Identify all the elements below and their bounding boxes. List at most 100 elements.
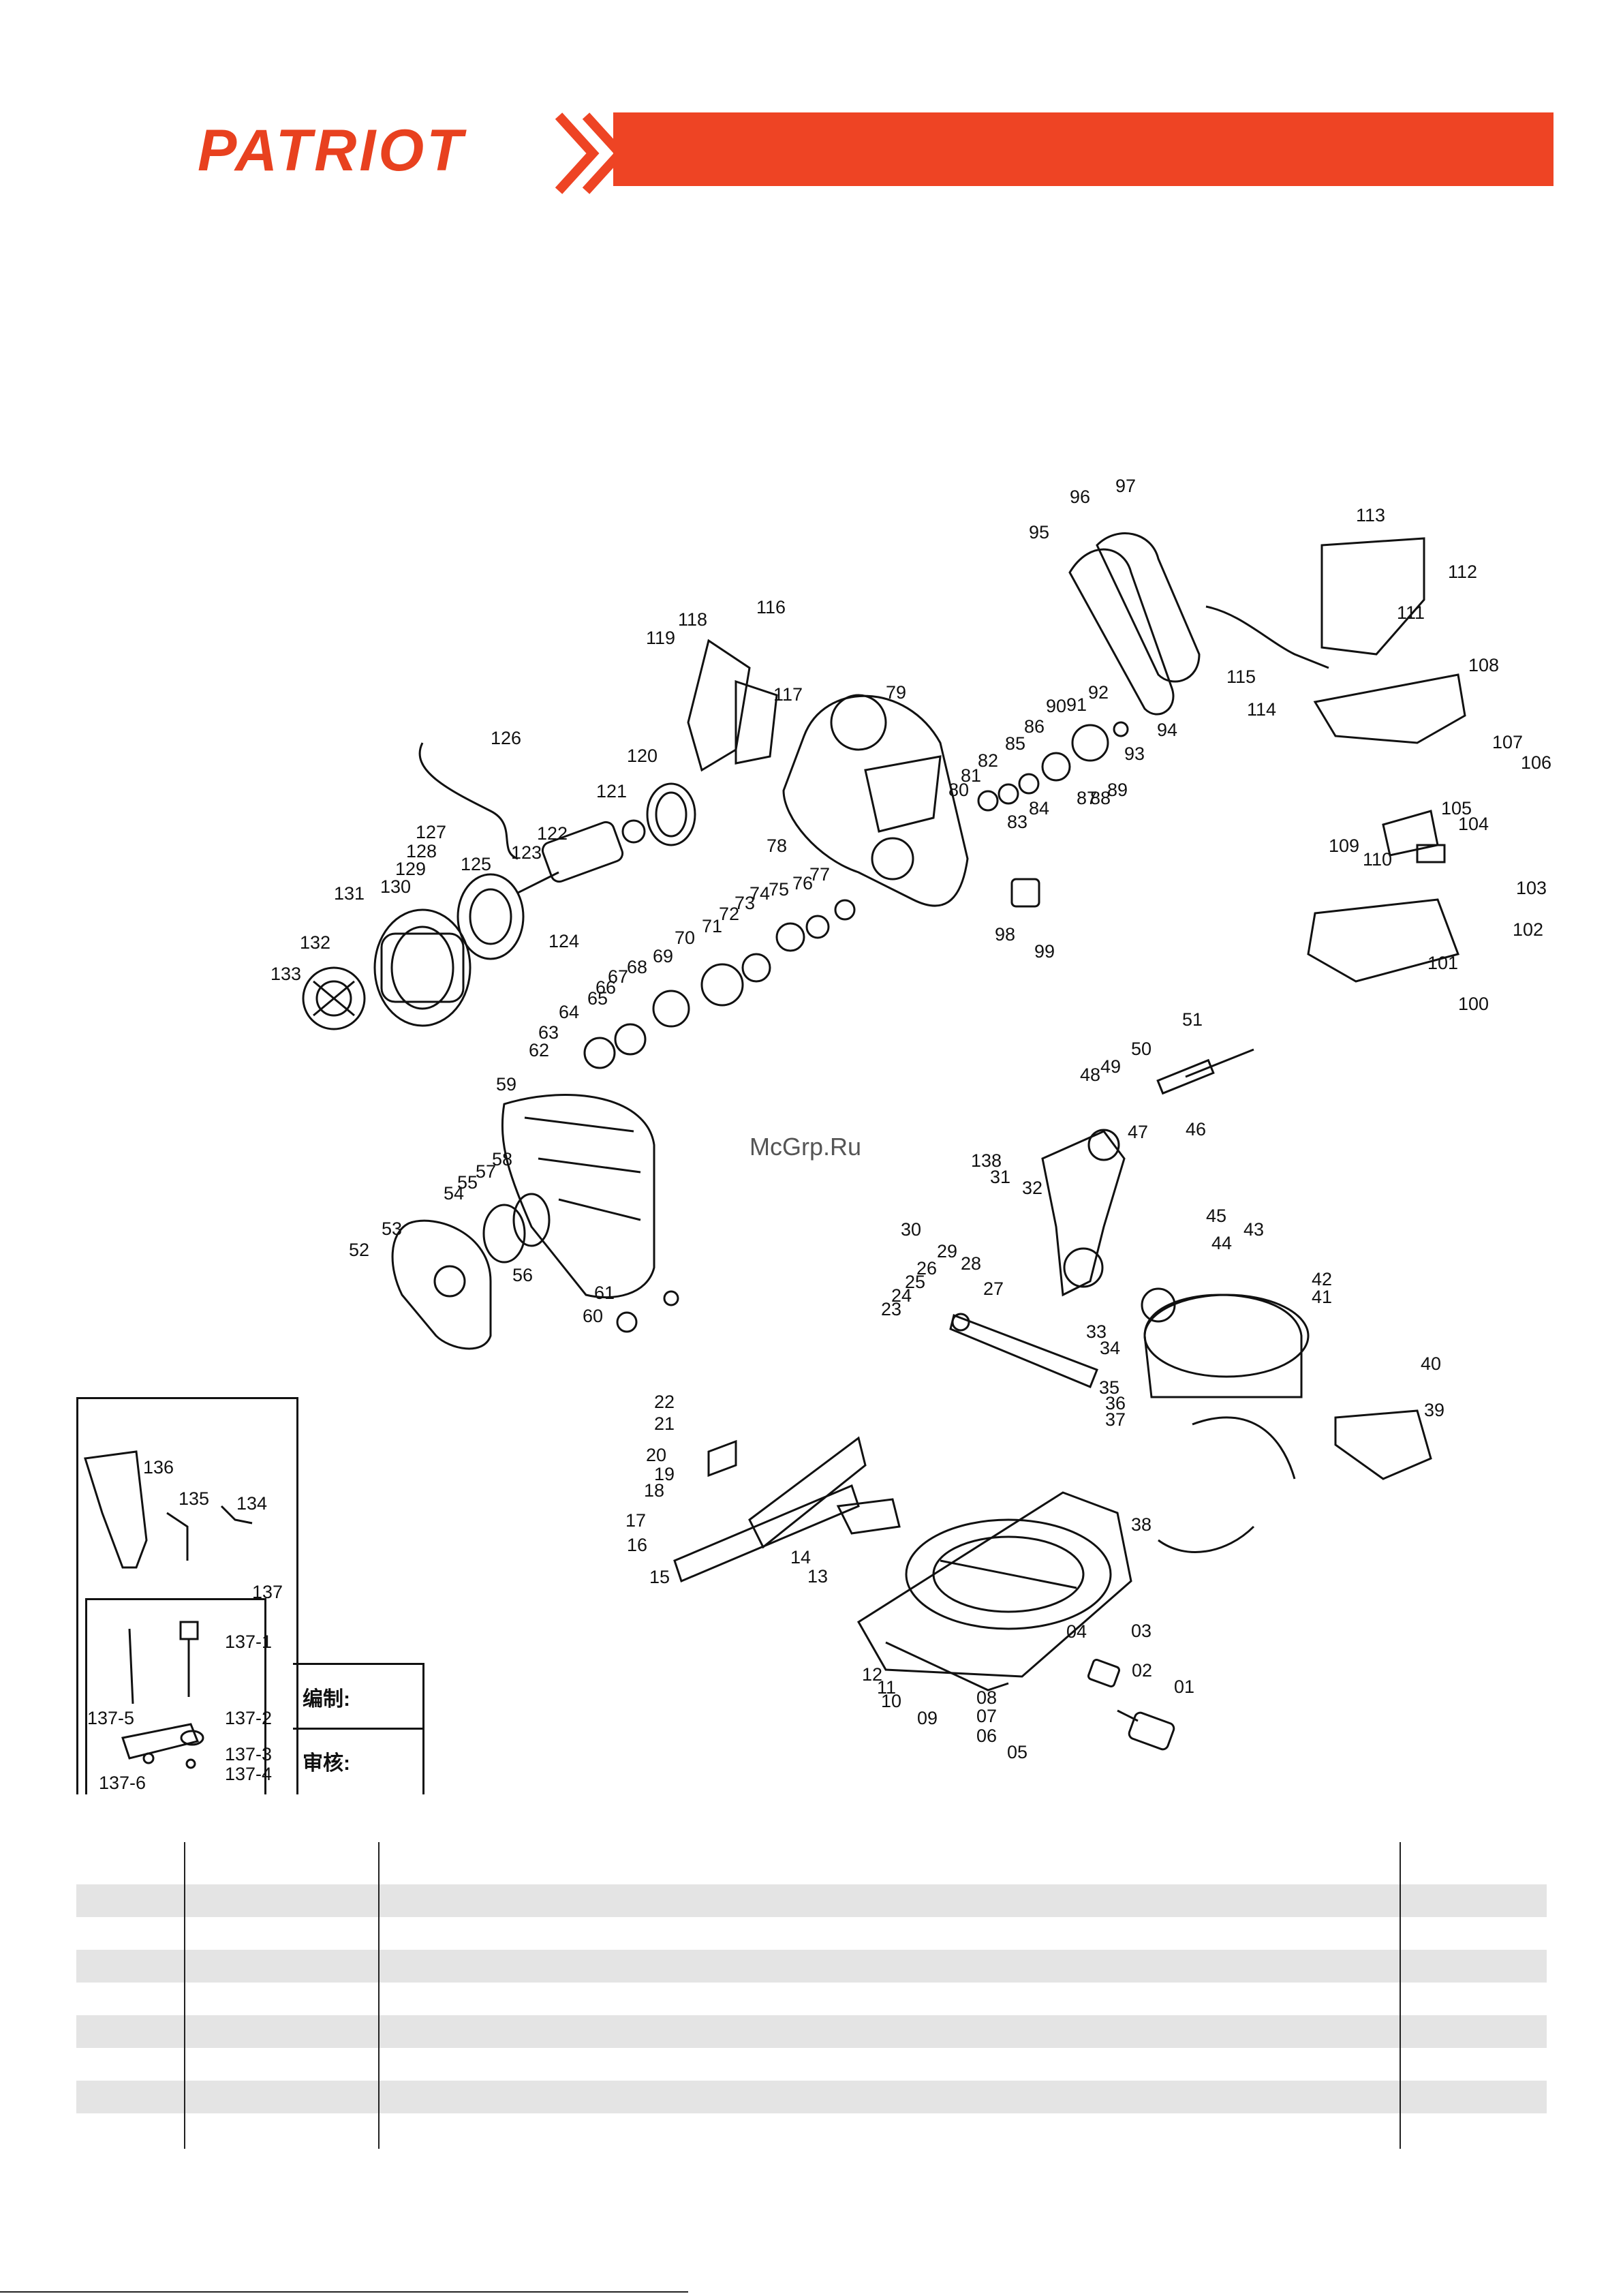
label-125: 125: [461, 854, 491, 874]
label-77: 77: [809, 864, 830, 885]
label-25: 25: [905, 1272, 925, 1292]
table-row: [76, 2048, 1547, 2081]
label-54: 54: [444, 1183, 464, 1204]
label-80: 80: [948, 780, 969, 800]
label-70: 70: [675, 928, 695, 948]
label-67: 67: [608, 966, 628, 987]
label-72: 72: [719, 904, 739, 924]
label-11: 11: [877, 1677, 896, 1698]
switch-module: [1307, 810, 1459, 983]
blade-flanges: [482, 1193, 679, 1333]
reviewed-label: 审核:: [303, 1752, 350, 1775]
clamp-assembly-inset: [85, 1598, 266, 1794]
approval-box: [293, 1663, 424, 1794]
label-31: 31: [990, 1167, 1010, 1187]
label-111: 111: [1397, 602, 1425, 623]
label-13: 13: [807, 1566, 828, 1587]
label-130: 130: [380, 876, 411, 897]
motor-bearing-ring: [646, 782, 696, 846]
label-81: 81: [961, 765, 981, 786]
rear-support: [1334, 1409, 1432, 1480]
label-58: 58: [492, 1149, 512, 1169]
label-100: 100: [1458, 994, 1489, 1014]
label-56: 56: [512, 1265, 533, 1285]
label-74: 74: [749, 883, 770, 904]
label-45: 45: [1206, 1206, 1226, 1226]
belt-cover: [1068, 532, 1201, 716]
motor-armature: [517, 819, 646, 894]
label-46: 46: [1186, 1119, 1206, 1139]
table-row: [76, 2015, 1547, 2048]
brand-logo: PATRIOT: [198, 118, 465, 183]
label-137-3: 137-3: [225, 1744, 272, 1764]
label-38: 38: [1131, 1514, 1151, 1535]
label-49: 49: [1100, 1056, 1121, 1077]
label-22: 22: [654, 1392, 675, 1412]
label-122: 122: [537, 823, 568, 844]
label-17: 17: [625, 1510, 646, 1531]
left-fence: [673, 1436, 867, 1583]
saw-blade: [391, 1219, 492, 1350]
watermark: McGrp.Ru: [749, 1133, 862, 1161]
table-row: [76, 1917, 1547, 1950]
table-row: [76, 1884, 1547, 1917]
label-10: 10: [881, 1691, 901, 1711]
label-66: 66: [596, 977, 616, 998]
table-row: [76, 2081, 1547, 2113]
label-37: 37: [1105, 1409, 1126, 1430]
accessories-inset: [76, 1397, 298, 1794]
label-89: 89: [1107, 780, 1128, 800]
label-65: 65: [587, 988, 608, 1009]
label-23: 23: [881, 1299, 901, 1319]
label-127: 127: [416, 822, 446, 842]
label-29: 29: [937, 1241, 957, 1261]
slide-rail: [949, 1313, 1098, 1388]
label-123: 123: [511, 842, 542, 863]
label-01: 01: [1174, 1677, 1194, 1697]
label-39: 39: [1424, 1400, 1444, 1420]
label-03: 03: [1131, 1621, 1151, 1641]
label-126: 126: [491, 728, 521, 748]
motor-stator: [457, 873, 525, 960]
label-138: 138: [971, 1150, 1002, 1171]
label-115: 115: [1226, 667, 1256, 687]
table-row: [76, 2113, 1547, 2146]
label-52: 52: [349, 1240, 369, 1260]
label-19: 19: [654, 1464, 675, 1484]
label-103: 103: [1516, 878, 1547, 898]
label-118: 118: [678, 609, 707, 630]
label-116: 116: [756, 597, 786, 617]
pivot-arm: [1041, 1048, 1254, 1297]
power-cord: [418, 742, 519, 860]
label-128: 128: [406, 841, 437, 861]
label-101: 101: [1427, 953, 1458, 973]
label-06: 06: [976, 1726, 997, 1746]
label-133: 133: [270, 964, 301, 984]
label-18: 18: [644, 1480, 664, 1501]
label-30: 30: [901, 1219, 921, 1240]
compiled-label: 编制:: [303, 1688, 350, 1711]
label-108: 108: [1468, 655, 1499, 675]
label-99: 99: [1034, 941, 1055, 962]
motor-end-cap: [302, 966, 366, 1030]
label-63: 63: [538, 1022, 559, 1043]
label-110: 110: [1363, 849, 1392, 870]
miter-lock-handle: [1087, 1658, 1175, 1751]
rotary-table: [905, 1518, 1112, 1630]
label-85: 85: [1005, 733, 1025, 754]
label-87: 87: [1077, 788, 1097, 808]
label-60: 60: [583, 1306, 603, 1326]
label-131: 131: [334, 883, 365, 904]
label-97: 97: [1115, 476, 1136, 496]
label-112: 112: [1448, 562, 1477, 582]
label-106: 106: [1521, 752, 1551, 773]
label-57: 57: [476, 1161, 496, 1182]
label-62: 62: [529, 1040, 549, 1060]
label-137-5: 137-5: [87, 1708, 134, 1728]
label-69: 69: [653, 946, 673, 966]
label-76: 76: [792, 873, 813, 893]
label-121: 121: [596, 781, 627, 801]
approval-divider: [293, 1728, 422, 1730]
footer-rule: [0, 2291, 688, 2293]
